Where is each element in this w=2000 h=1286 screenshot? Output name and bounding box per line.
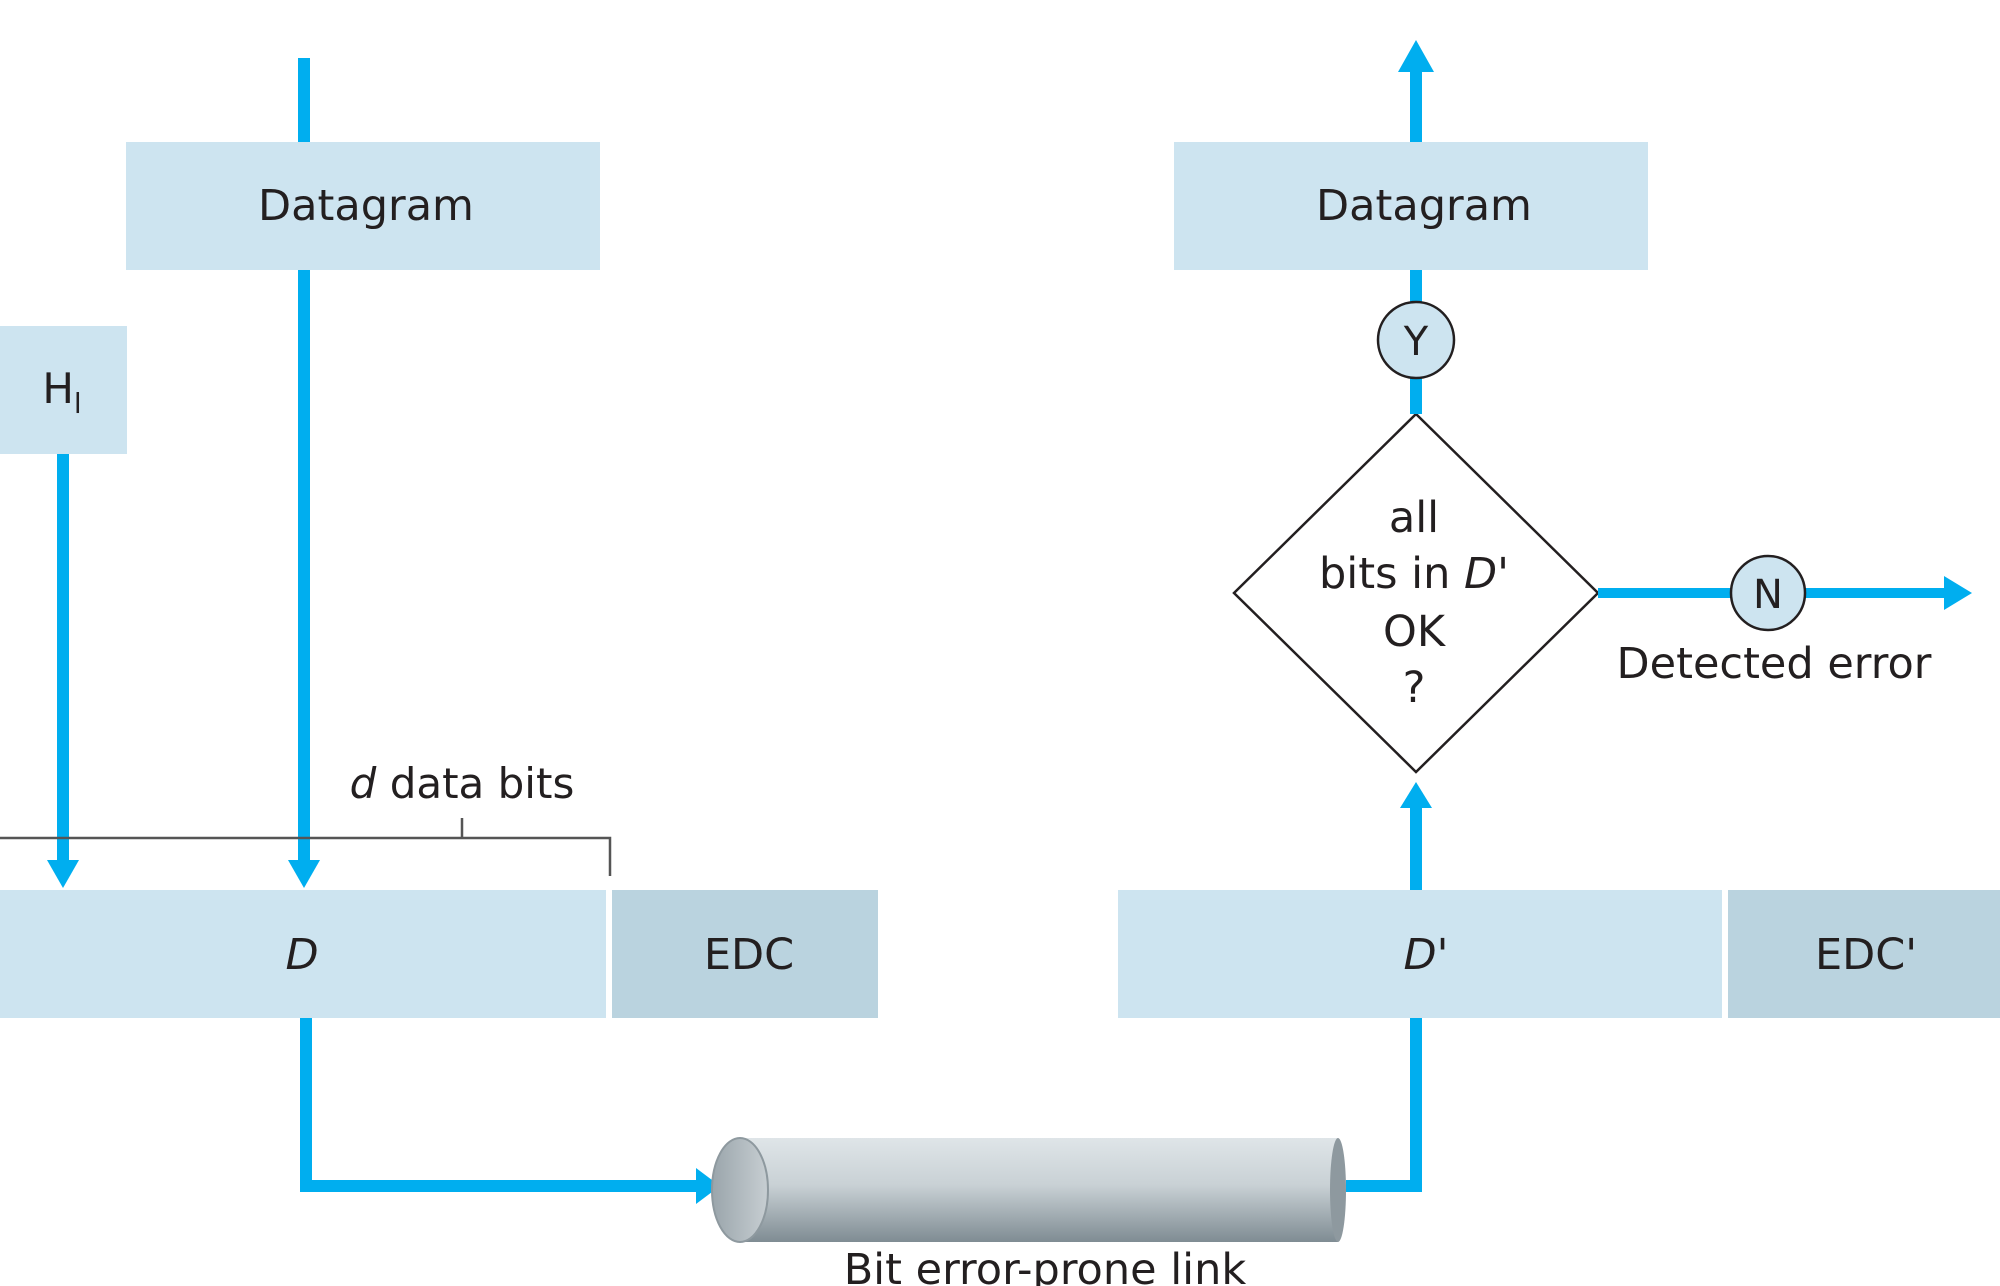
sender-datagram-arrowhead xyxy=(288,860,320,888)
sender-side: Datagram Hl d data bits D EDC xyxy=(0,58,878,1204)
sender-frame-data-label: D xyxy=(285,930,318,980)
sender-frame-edc-field xyxy=(612,890,878,1018)
receiver-datagram-box xyxy=(1174,142,1648,270)
header-label: Hl xyxy=(42,364,81,420)
link-label: Bit error-prone link xyxy=(844,1245,1247,1286)
link-pipe-left-cap xyxy=(711,1137,769,1243)
sender-to-link-arrowhead xyxy=(696,1168,720,1204)
bit-error-prone-link: Bit error-prone link xyxy=(711,1137,1346,1286)
decision-line-3: OK xyxy=(1383,607,1447,657)
receiver-frame-data-field xyxy=(1118,890,1722,1018)
data-bits-variable: d xyxy=(350,759,377,808)
data-bits-label: d data bits xyxy=(350,759,575,808)
no-path-arrowhead xyxy=(1944,576,1972,610)
data-bits-bracket xyxy=(0,836,612,876)
link-to-receiver-line xyxy=(1346,1018,1422,1192)
yes-circle xyxy=(1376,300,1456,380)
data-bits-text: data bits xyxy=(376,759,574,808)
header-subscript: l xyxy=(74,387,82,420)
decision-line-2-text: bits in xyxy=(1319,549,1464,599)
decision-line-1: all xyxy=(1389,493,1439,543)
header-letter: H xyxy=(42,364,74,413)
decision-line-4: ? xyxy=(1403,663,1426,713)
sender-datagram-box xyxy=(126,142,600,270)
link-pipe-body xyxy=(740,1138,1338,1242)
yes-label: Y xyxy=(1403,319,1429,365)
sender-to-link-line xyxy=(300,1018,700,1192)
receiver-datagram-label: Datagram xyxy=(1316,181,1532,231)
header-box xyxy=(0,326,127,454)
frame-to-decision-arrowhead xyxy=(1400,782,1432,808)
decision-line-2: bits in D' xyxy=(1319,549,1509,599)
sender-frame-edc-label: EDC xyxy=(704,930,794,980)
detected-error-label: Detected error xyxy=(1617,639,1932,689)
sender-frame-data-field xyxy=(0,890,606,1018)
no-label: N xyxy=(1753,572,1783,618)
receiver-frame-edc-label: EDC' xyxy=(1815,930,1917,980)
decision-line-2-variable: D' xyxy=(1464,549,1509,599)
receiver-side: D' EDC' all bits in D' OK ? Datagram Y N… xyxy=(1118,40,2000,1192)
receiver-frame-data-label: D' xyxy=(1404,930,1449,980)
sender-datagram-label: Datagram xyxy=(258,181,474,231)
no-circle xyxy=(1729,554,1807,632)
link-pipe-right-end xyxy=(1330,1138,1346,1242)
decision-diamond xyxy=(1232,412,1600,774)
receiver-frame-edc-field xyxy=(1728,890,2000,1018)
header-arrowhead xyxy=(47,860,79,888)
output-arrowhead xyxy=(1398,40,1434,72)
